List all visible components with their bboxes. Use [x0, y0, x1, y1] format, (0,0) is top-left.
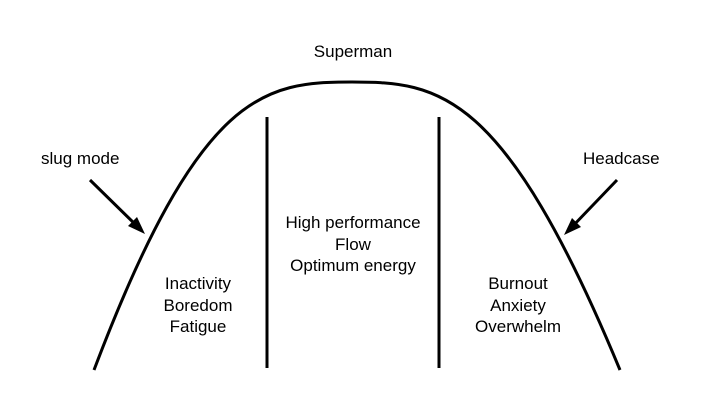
right-zone-text: Burnout Anxiety Overwhelm [458, 273, 578, 338]
middle-zone-text: High performance Flow Optimum energy [268, 212, 438, 277]
right-arrow [564, 178, 619, 235]
right-zone-line: Anxiety [490, 295, 546, 315]
right-side-label: Headcase [583, 149, 660, 168]
right-zone-line: Burnout [488, 274, 548, 293]
left-arrow [88, 178, 145, 234]
left-zone-line: Fatigue [169, 317, 227, 336]
middle-zone-line: Flow [335, 234, 371, 254]
bell-curve [92, 80, 622, 371]
left-side-label: slug mode [41, 149, 120, 168]
middle-zone-line: Optimum energy [290, 256, 416, 275]
left-zone-line: Boredom [163, 295, 233, 315]
left-zone-line: Inactivity [164, 274, 232, 293]
right-zone-line: Overwhelm [475, 317, 561, 336]
peak-label: Superman [313, 42, 393, 61]
middle-zone-line: High performance [285, 213, 421, 232]
left-zone-text: Inactivity Boredom Fatigue [148, 273, 248, 338]
